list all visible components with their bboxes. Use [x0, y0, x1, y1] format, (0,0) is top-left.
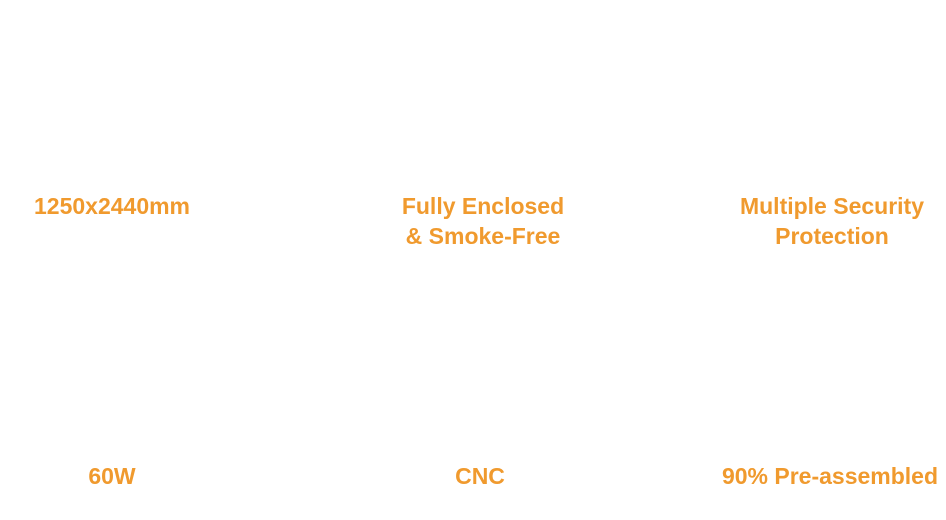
feature-enclosure: Fully Enclosed & Smoke-Free [363, 191, 603, 251]
feature-cnc-text: CNC [455, 463, 505, 489]
feature-security: Multiple Security Protection [716, 191, 946, 251]
feature-enclosure-line-2: & Smoke-Free [405, 223, 561, 249]
feature-preassembled-text: 90% Pre-assembled [721, 463, 939, 489]
feature-power: 60W [12, 461, 212, 491]
feature-enclosure-line-1: Fully Enclosed [401, 193, 565, 219]
feature-cnc: CNC [380, 461, 580, 491]
feature-work-area: 1250x2440mm [12, 191, 212, 221]
feature-power-text: 60W [88, 463, 136, 489]
feature-security-line-2: Protection [775, 223, 889, 249]
feature-security-line-1: Multiple Security [739, 193, 925, 219]
feature-preassembled: 90% Pre-assembled [714, 461, 946, 491]
feature-work-area-text: 1250x2440mm [33, 193, 191, 219]
